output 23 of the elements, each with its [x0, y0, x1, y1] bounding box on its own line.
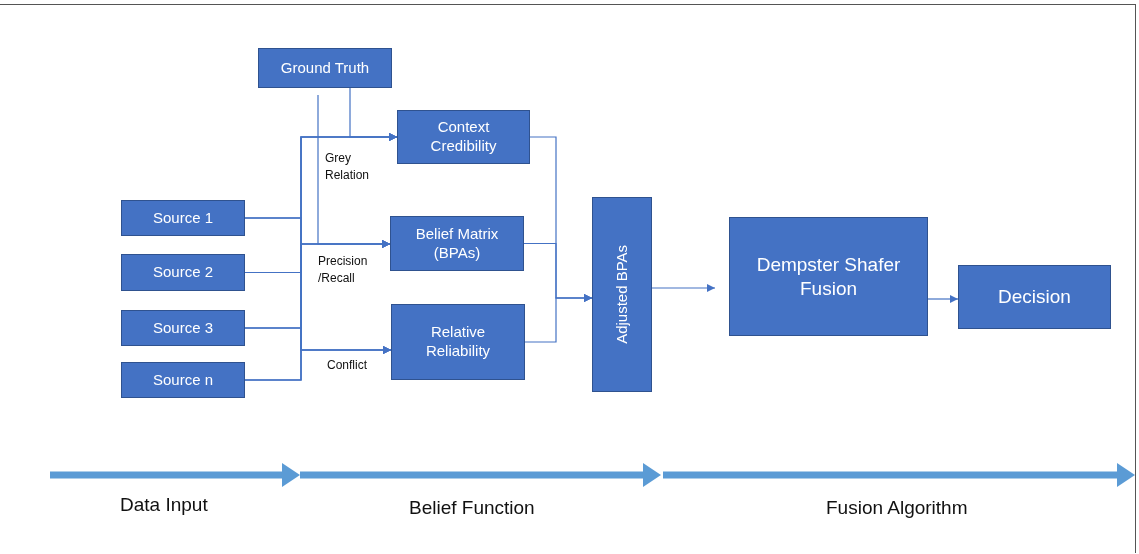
- process-box: Decision: [958, 265, 1111, 329]
- annotation-text: Grey Relation: [325, 150, 371, 184]
- stage-label: Fusion Algorithm: [826, 496, 968, 520]
- process-box: Source n: [121, 362, 245, 398]
- connector-arrow: [524, 293, 593, 343]
- process-box: Source 1: [121, 200, 245, 236]
- connector-arrow: [927, 294, 959, 304]
- process-box: Belief Matrix (BPAs): [390, 216, 524, 271]
- process-box: Dempster Shafer Fusion: [729, 217, 928, 336]
- process-box: Adjusted BPAs: [592, 197, 652, 392]
- process-box: Ground Truth: [258, 48, 392, 88]
- process-box: Relative Reliability: [391, 304, 525, 380]
- connector-arrow: [244, 345, 392, 381]
- annotation-text: Conflict: [327, 357, 368, 374]
- process-box: Source 3: [121, 310, 245, 346]
- connector-arrow: [349, 87, 398, 142]
- annotation-text: Precision /Recall: [318, 253, 369, 287]
- stage-label: Data Input: [120, 493, 208, 517]
- process-box: Context Credibility: [397, 110, 530, 164]
- connector-arrow: [317, 94, 391, 249]
- connector-arrow: [651, 283, 716, 293]
- process-box: Source 2: [121, 254, 245, 291]
- stage-label: Belief Function: [409, 496, 535, 520]
